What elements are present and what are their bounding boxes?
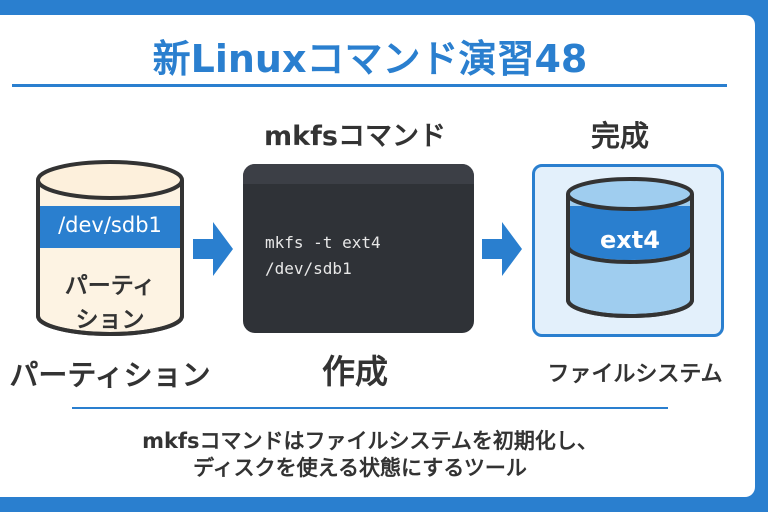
command-line-1: mkfs -t ext4 [265,233,381,252]
partition-caption: パーティション [9,358,211,392]
filesystem-cylinder-icon [566,177,694,318]
filesystem-caption: ファイルシステム [547,362,723,387]
filesystem-type-label: ext4 [600,226,660,254]
create-caption: 作成 [322,352,388,391]
partition-cylinder-icon [36,160,184,336]
arrow-right-icon [193,222,233,276]
title-divider [12,84,727,87]
arrow-right-icon [482,222,522,276]
terminal-window: mkfs -t ext4 /dev/sdb1 [243,164,474,333]
partition-device-label: /dev/sdb1 [58,213,162,237]
command-heading: mkfsコマンド [264,121,446,152]
result-heading: 完成 [590,119,649,153]
command-line-2: /dev/sdb1 [265,259,352,278]
partition-inner-label-2: ション [75,307,145,333]
terminal-command: mkfs -t ext4 /dev/sdb1 [265,230,381,282]
description-line-2: ディスクを使える状態にするツール [193,456,527,480]
description-line-1: mkfsコマンドはファイルシステムを初期化し、 [142,429,598,453]
terminal-title-bar [243,164,474,184]
description-divider [72,407,668,409]
page-title: 新Linuxコマンド演習48 [152,37,588,81]
partition-inner-label-1: パーティ [64,273,156,299]
